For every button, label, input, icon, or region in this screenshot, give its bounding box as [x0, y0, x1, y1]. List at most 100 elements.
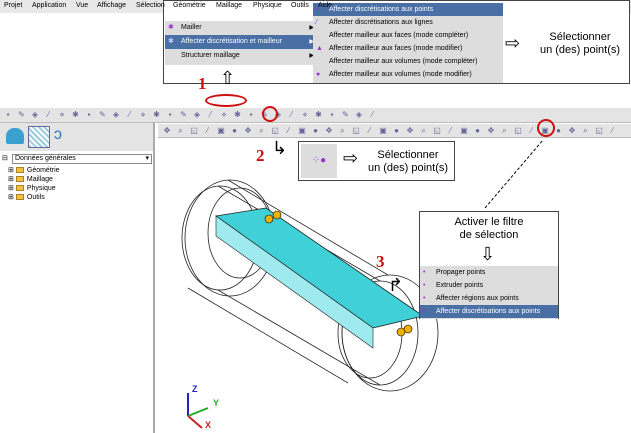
mesh-tab-icon[interactable]	[28, 126, 50, 148]
filter-item-regions[interactable]: •Affecter régions aux points	[420, 292, 558, 305]
menu-geometrie[interactable]: Géométrie	[173, 2, 206, 9]
toolbar-button[interactable]: ◈	[31, 110, 39, 119]
toolbar-button[interactable]: ✱	[72, 110, 79, 119]
toolbar-button[interactable]: ✱	[315, 110, 322, 119]
toolbar-button[interactable]: ●	[313, 126, 318, 135]
toolbar-button[interactable]: ⁄	[368, 126, 371, 135]
filter-item-extruder[interactable]: •Extruder points	[420, 279, 558, 292]
toolbar-button[interactable]: ⌕	[583, 126, 588, 135]
menu-item-structurer-maillage[interactable]: Structurer maillage▶	[165, 49, 317, 63]
toolbar-button[interactable]: ✥	[568, 126, 576, 135]
toolbar-button[interactable]: ⁄	[209, 110, 212, 119]
menu-aide[interactable]: Aide	[318, 2, 333, 9]
tree-collapse-icon[interactable]: ⊟	[2, 155, 8, 162]
toolbar-button[interactable]: ⌕	[259, 126, 264, 135]
toolbar-button[interactable]: ◱	[433, 126, 441, 135]
toolbar-button[interactable]: ●	[475, 126, 480, 135]
toolbar-button[interactable]: ⌕	[421, 126, 426, 135]
tree-item-maillage[interactable]: ⊞Maillage	[8, 176, 53, 183]
toolbar-button[interactable]: ⁄	[449, 126, 452, 135]
menu-projet[interactable]: Projet	[4, 2, 23, 9]
selected-point[interactable]	[264, 214, 274, 224]
selected-point[interactable]	[403, 324, 413, 334]
toolbar-button[interactable]: ✥	[244, 126, 252, 135]
toolbar-button[interactable]: ▪	[249, 110, 253, 119]
filter-item-discretisations[interactable]: •Affecter discrétisations aux points	[420, 305, 558, 318]
toolbar-button[interactable]: ✥	[163, 126, 171, 135]
toolbar-button[interactable]: ▪	[168, 110, 172, 119]
toolbar-button[interactable]: ✱	[153, 110, 160, 119]
toolbar-button[interactable]: ◱	[595, 126, 603, 135]
menu-outils[interactable]: Outils	[291, 2, 309, 9]
toolbar-button[interactable]: ⁄	[47, 110, 50, 119]
toolbar-button[interactable]: ▣	[379, 126, 387, 135]
toolbar-button[interactable]: ⋄	[302, 110, 308, 119]
toolbar-button[interactable]: ◱	[190, 126, 198, 135]
tree-root-select[interactable]: Données générales▾	[12, 154, 152, 164]
toolbar-button[interactable]: ◱	[271, 126, 279, 135]
toolbar-button[interactable]: ▣	[298, 126, 306, 135]
toolbar-button[interactable]: ⋄	[59, 110, 65, 119]
menu-physique[interactable]: Physique	[253, 2, 282, 9]
toolbar-button[interactable]: ▪	[330, 110, 334, 119]
submenu-item-faces-modifier[interactable]: ▲Affecter mailleur aux faces (mode modif…	[313, 42, 503, 55]
toolbar-button[interactable]: ⁄	[611, 126, 614, 135]
selected-point[interactable]	[272, 210, 282, 220]
toolbar-button[interactable]: ▪	[6, 110, 10, 119]
toolbar-button[interactable]: ◱	[352, 126, 360, 135]
toolbar-button[interactable]: ⋄	[140, 110, 146, 119]
toolbar-button[interactable]: ✱	[234, 110, 241, 119]
toolbar-button[interactable]: ◈	[355, 110, 363, 119]
toolbar-button[interactable]: ✥	[325, 126, 333, 135]
toolbar-button[interactable]: ●	[556, 126, 561, 135]
submenu-item-points[interactable]: •Affecter discrétisations aux points	[313, 3, 503, 16]
physics-tab-icon[interactable]: ↄ	[54, 126, 62, 143]
toolbar-button[interactable]: ⁄	[530, 126, 533, 135]
toolbar-button[interactable]: ◈	[193, 110, 201, 119]
toolbar-button[interactable]: ✎	[99, 110, 106, 119]
menu-affichage[interactable]: Affichage	[97, 2, 127, 9]
toolbar-button[interactable]: ⁄	[206, 126, 209, 135]
step-2-label: 2	[256, 146, 265, 165]
tree-item-physique[interactable]: ⊞Physique	[8, 185, 56, 192]
submenu-item-volumes-modifier[interactable]: ●Affecter mailleur aux volumes (mode mod…	[313, 68, 503, 81]
toolbar-button[interactable]: ⁄	[290, 110, 293, 119]
menu-item-mailler[interactable]: ✱Mailler▶	[165, 21, 317, 35]
toolbar-button[interactable]: ✎	[18, 110, 25, 119]
toolbar-button[interactable]: ✎	[342, 110, 349, 119]
submenu-item-faces-completer[interactable]: Affecter mailleur aux faces (mode complé…	[313, 29, 503, 42]
submenu-item-volumes-completer[interactable]: Affecter mailleur aux volumes (mode comp…	[313, 55, 503, 68]
toolbar-button[interactable]: ◈	[112, 110, 120, 119]
toolbar-button[interactable]: ▣	[217, 126, 225, 135]
toolbar-button[interactable]: ⌕	[340, 126, 345, 135]
tree-item-geometrie[interactable]: ⊞Géométrie	[8, 167, 60, 174]
toolbar-button[interactable]: ●	[232, 126, 237, 135]
toolbar-button[interactable]: ⁄	[128, 110, 131, 119]
menu-application[interactable]: Application	[32, 2, 67, 9]
toolbar-button[interactable]: ✎	[180, 110, 187, 119]
toolbar-button[interactable]: ⌕	[502, 126, 507, 135]
menu-maillage[interactable]: Maillage	[216, 2, 243, 9]
toolbar-button[interactable]: ◈	[274, 110, 282, 119]
assign-icon: ✱	[168, 38, 174, 45]
maillage-highlight-ellipse	[205, 94, 247, 107]
submenu-item-lignes[interactable]: ⁄Affecter discrétisations aux lignes	[313, 16, 503, 29]
toolbar-button[interactable]: ⋄	[221, 110, 227, 119]
toolbar-button[interactable]: ✥	[487, 126, 495, 135]
toolbar-button[interactable]: ⁄	[371, 110, 374, 119]
label: Maillage	[26, 176, 53, 183]
menu-item-affecter-discretisation[interactable]: ✱Affecter discrétisation et mailleur▶	[165, 35, 317, 49]
menu-selection[interactable]: Sélection	[136, 2, 165, 9]
toolbar-button[interactable]: ◱	[514, 126, 522, 135]
toolbar-button[interactable]: ●	[394, 126, 399, 135]
geometry-tab-icon[interactable]	[6, 128, 24, 144]
toolbar-button[interactable]: ⁄	[287, 126, 290, 135]
3d-viewport[interactable]	[158, 138, 631, 433]
tree-item-outils[interactable]: ⊞Outils	[8, 194, 45, 201]
toolbar-button[interactable]: ▪	[87, 110, 91, 119]
toolbar-button[interactable]: ⌕	[178, 126, 183, 135]
toolbar-button[interactable]: ✥	[406, 126, 414, 135]
toolbar-button[interactable]: ▣	[460, 126, 468, 135]
filter-item-propager[interactable]: •Propager points	[420, 266, 558, 279]
menu-vue[interactable]: Vue	[76, 2, 89, 9]
